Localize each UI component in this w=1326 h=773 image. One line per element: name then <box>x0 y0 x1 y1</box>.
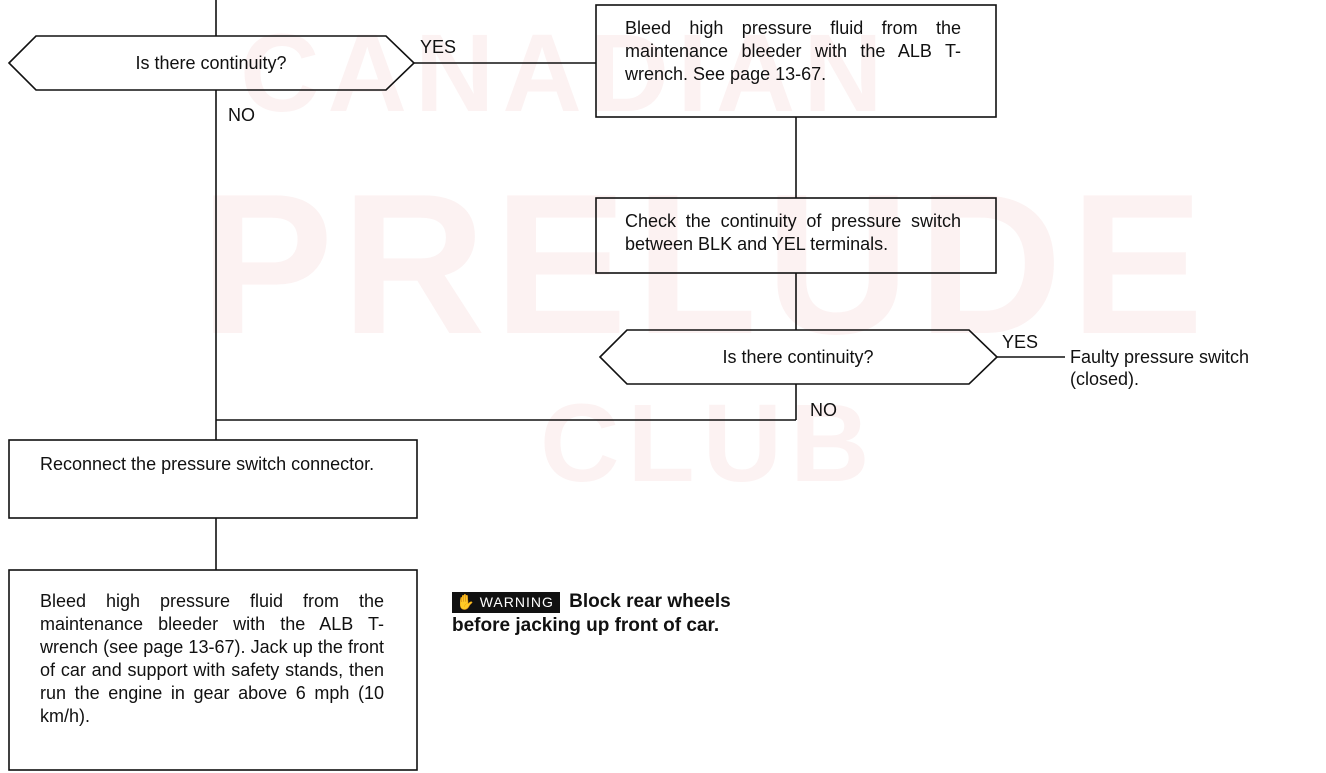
decision-q2-text: Is there continuity? <box>722 347 874 367</box>
label-no-1: NO <box>228 105 255 125</box>
box-check-switch <box>595 197 997 274</box>
label-no-2: NO <box>810 400 837 420</box>
box-reconnect <box>8 439 418 519</box>
decision-q1-text: Is there continuity? <box>135 53 287 73</box>
warning-note: ✋WARNING Block rear wheels before jackin… <box>452 590 782 638</box>
warning-badge: ✋WARNING <box>452 592 560 613</box>
decision-q1 <box>7 35 416 91</box>
box-bleed-top <box>595 4 997 118</box>
watermark-canadian: CANADIAN <box>240 12 891 135</box>
watermark-club: CLUB <box>540 382 878 505</box>
decision-q2 <box>598 329 999 385</box>
label-yes-1: YES <box>420 37 457 57</box>
watermark-prelude: PRELUDE <box>200 153 1212 376</box>
hand-icon: ✋ <box>456 594 476 611</box>
warning-text: Block rear wheels before jacking up fron… <box>452 591 731 636</box>
step-reconnect: Reconnect the pressure switch connector. <box>40 454 375 474</box>
result-faulty-switch: Faulty pressure switch (closed). <box>1070 347 1250 389</box>
label-yes-2: YES <box>1002 332 1039 352</box>
warning-badge-text: WARNING <box>479 594 554 610</box>
box-bleed-bottom <box>8 569 418 771</box>
step-bleed-bottom: Bleed high pressure fluid from the maint… <box>40 591 384 726</box>
step-check-switch: Check the continuity of pressure switch … <box>625 211 961 254</box>
step-bleed-top: Bleed high pressure fluid from the maint… <box>625 18 961 84</box>
